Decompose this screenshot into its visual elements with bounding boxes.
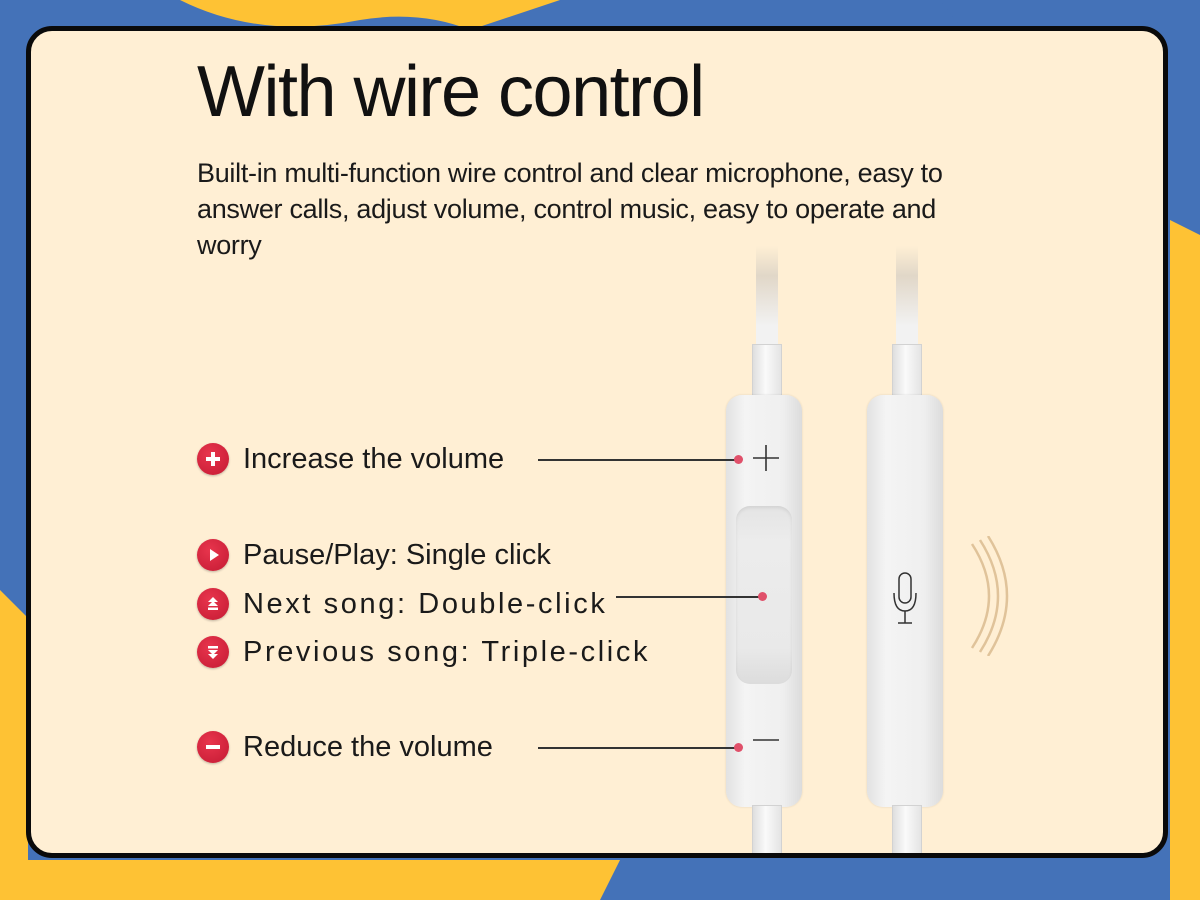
- description: Built-in multi-function wire control and…: [197, 158, 943, 260]
- leader-line-middle: [616, 596, 761, 598]
- feature-label: Next song: Double-click: [243, 587, 608, 620]
- leader-line-reduce: [538, 747, 735, 749]
- page-title: With wire control: [197, 52, 705, 132]
- plus-symbol-icon[interactable]: [750, 442, 782, 474]
- pointer-dot-middle: [758, 592, 767, 601]
- minus-symbol-icon[interactable]: [750, 737, 782, 743]
- feature-increase-volume: Increase the volume: [197, 441, 504, 477]
- play-circle-icon: [197, 539, 229, 571]
- pointer-dot-reduce: [734, 743, 743, 752]
- cable-collar-left-top: [752, 344, 782, 396]
- feature-previous-song: Previous song: Triple-click: [197, 634, 650, 670]
- sound-wave-icon: [970, 536, 1009, 656]
- leader-line-increase: [538, 459, 735, 461]
- cable-collar-right-bottom: [892, 805, 922, 853]
- feature-label: Previous song: Triple-click: [243, 635, 651, 668]
- cable-collar-left-bottom: [752, 805, 782, 853]
- cable-left-top: [756, 246, 778, 346]
- next-song-icon: [197, 588, 229, 620]
- pointer-dot-increase: [734, 455, 743, 464]
- plus-circle-icon: [197, 443, 229, 475]
- minus-circle-icon: [197, 731, 229, 763]
- feature-label: Increase the volume: [243, 442, 505, 475]
- feature-label: Reduce the volume: [243, 730, 493, 763]
- feature-next-song: Next song: Double-click: [197, 586, 607, 622]
- microphone-unit: [867, 395, 943, 807]
- feature-label: Pause/Play: Single click: [243, 538, 551, 571]
- cable-right-top: [896, 246, 918, 346]
- previous-song-icon: [197, 636, 229, 668]
- feature-reduce-volume: Reduce the volume: [197, 729, 493, 765]
- feature-pause-play: Pause/Play: Single click: [197, 537, 551, 573]
- cable-collar-right-top: [892, 344, 922, 396]
- feature-card: With wire control Built-in multi-functio…: [26, 26, 1168, 858]
- microphone-icon: [893, 572, 917, 624]
